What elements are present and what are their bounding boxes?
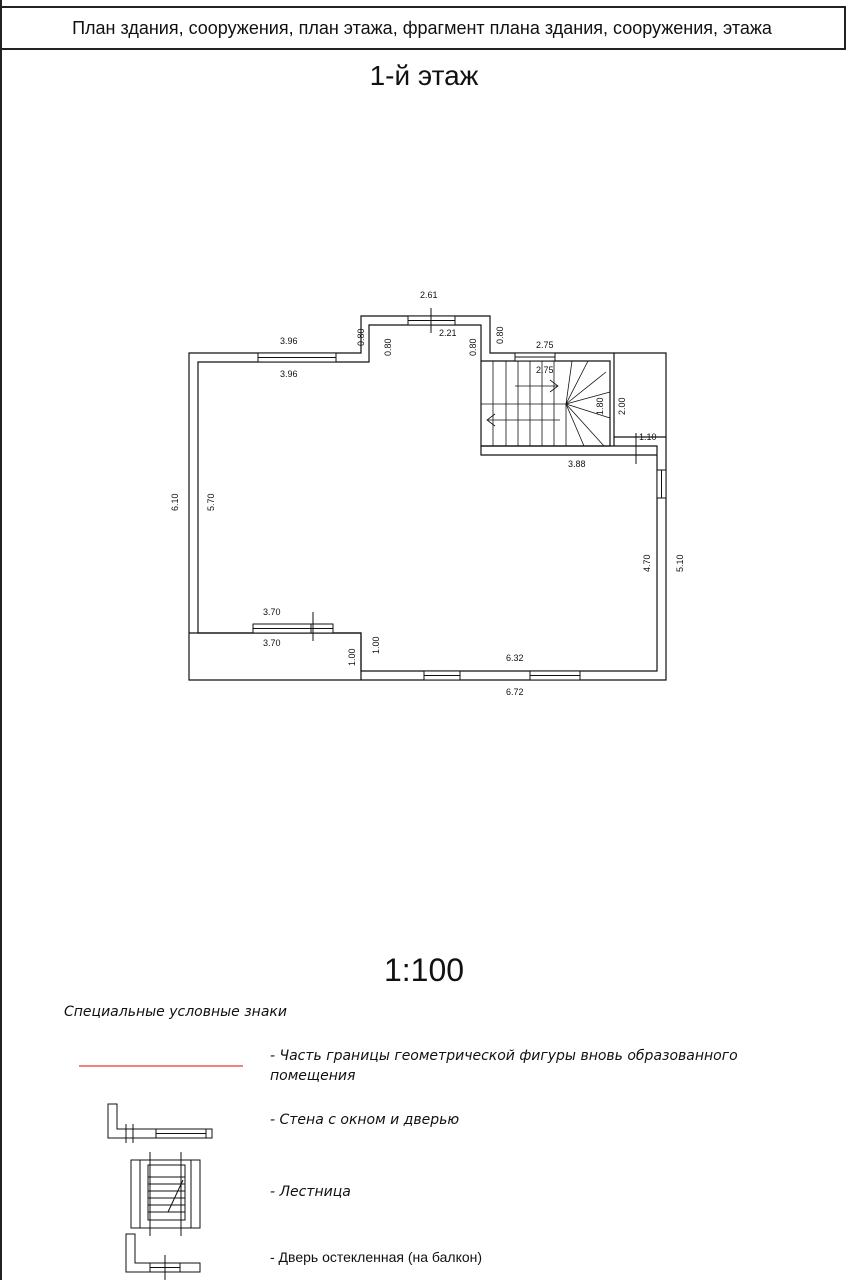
legend-item-stairs: - Лестница [270, 1184, 351, 1200]
dim-0-80-a: 0.80 [356, 328, 366, 346]
doors [302, 308, 637, 641]
legend-wall-symbol [107, 1103, 213, 1143]
scale-label: 1:100 [383, 952, 465, 988]
stair-wall-bottom [480, 446, 657, 456]
dim-6-72: 6.72 [506, 687, 524, 697]
dim-1-10: 1.10 [639, 432, 657, 442]
closet-right [613, 353, 666, 446]
dim-6-32: 6.32 [506, 653, 524, 663]
dim-3-70-outer: 3.70 [263, 607, 281, 617]
dim-2-00: 2.00 [617, 397, 627, 415]
dim-2-61: 2.61 [420, 290, 438, 300]
dim-3-88: 3.88 [568, 459, 586, 469]
dim-0-80-b: 0.80 [383, 338, 393, 356]
legend-title: Специальные условные знаки [64, 1004, 287, 1020]
stair-arrow-up [515, 379, 559, 393]
dim-3-96-inner: 3.96 [280, 369, 298, 379]
legend-item-wall: - Стена с окном и дверью [270, 1112, 460, 1128]
legend-item-boundary: - Часть границы геометрической фигуры вн… [270, 1048, 738, 1084]
page-frame-left [0, 0, 2, 1280]
legend-glass-door-symbol [125, 1233, 201, 1280]
dim-2-75-inner: 2.75 [536, 365, 554, 375]
outer-wall [188, 315, 667, 681]
balcony-left [189, 632, 362, 680]
dimension-labels: 2.61 2.21 3.96 3.96 2.75 2.75 1.10 3.88 … [170, 290, 685, 697]
inner-wall [197, 324, 658, 672]
dim-3-70-inner: 3.70 [263, 638, 281, 648]
dim-6-10: 6.10 [170, 493, 180, 511]
dim-3-96-outer: 3.96 [280, 336, 298, 346]
dim-1-80: 1.80 [595, 397, 605, 415]
dim-5-10: 5.10 [675, 554, 685, 572]
dim-2-75-outer: 2.75 [536, 340, 554, 350]
dim-1-00-outer: 1.00 [347, 648, 357, 666]
dim-5-70: 5.70 [206, 493, 216, 511]
dim-0-80-d: 0.80 [495, 326, 505, 344]
dim-0-80-c: 0.80 [468, 338, 478, 356]
dim-1-00-inner: 1.00 [371, 636, 381, 654]
windows [252, 315, 667, 681]
header-title: План здания, сооружения, план этажа, фра… [0, 6, 846, 50]
legend-symbols [79, 1065, 243, 1280]
dim-2-21: 2.21 [439, 328, 457, 338]
legend-item-glass-door: - Дверь остекленная (на балкон) [270, 1249, 483, 1265]
legend-stair-symbol [130, 1152, 201, 1236]
dim-4-70: 4.70 [642, 554, 652, 572]
stair-arrow-down [486, 413, 560, 427]
staircase [481, 360, 611, 447]
floor-title: 1-й этаж [369, 60, 479, 91]
